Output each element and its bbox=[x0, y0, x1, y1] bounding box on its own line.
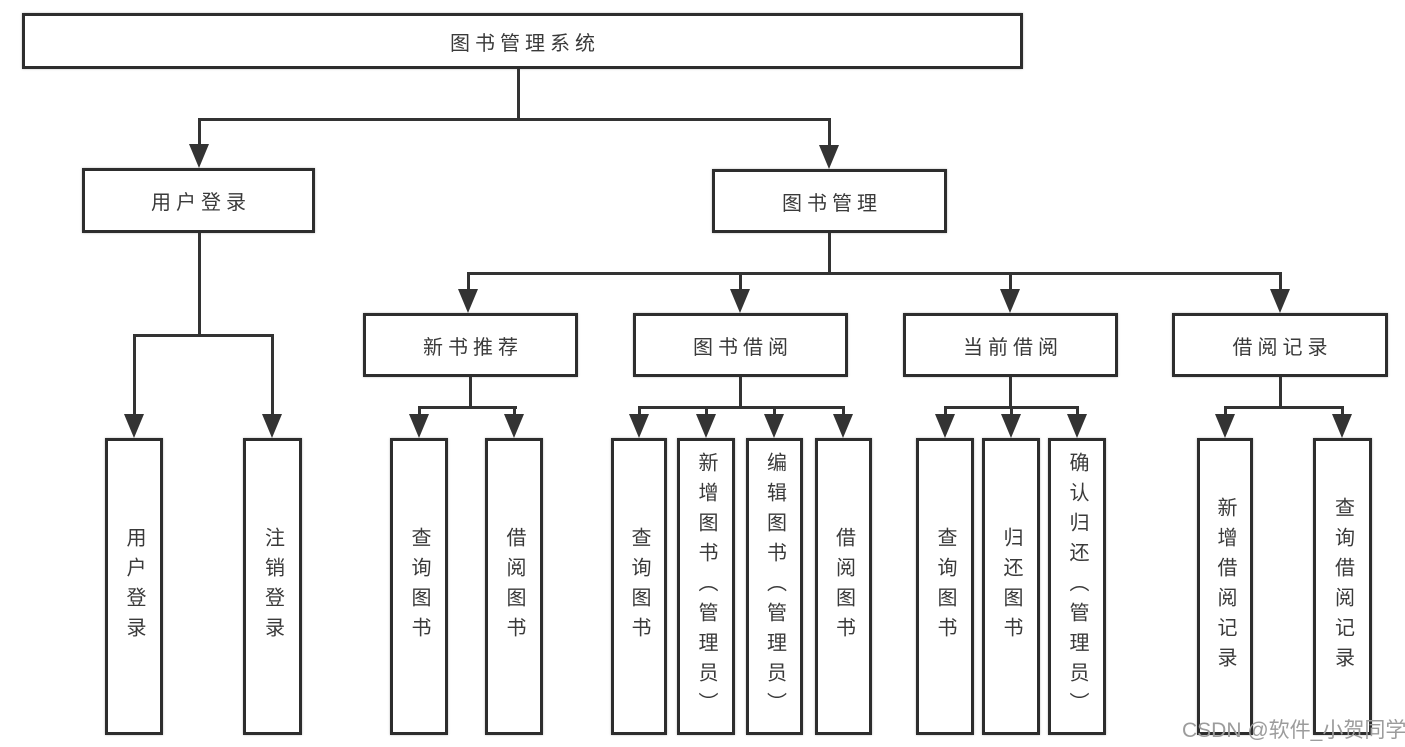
connector-line bbox=[418, 406, 421, 418]
csdn-watermark: CSDN @软件_小贺同学 bbox=[1182, 719, 1405, 742]
connector-line bbox=[1224, 406, 1344, 409]
node-label: 用户登录 bbox=[151, 192, 251, 214]
leaf-query-books-borrow: 查询图书 bbox=[611, 438, 667, 735]
node-current-borrowing: 当前借阅 bbox=[903, 313, 1118, 377]
arrow-down-icon bbox=[409, 414, 429, 438]
connector-line bbox=[467, 272, 1282, 275]
connector-line bbox=[705, 406, 708, 418]
node-book-borrowing: 图书借阅 bbox=[633, 313, 848, 377]
connector-line bbox=[133, 334, 136, 416]
node-user-login: 用户登录 bbox=[82, 168, 315, 233]
connector-line bbox=[1009, 377, 1012, 409]
connector-line bbox=[773, 406, 776, 418]
node-label: 新书推荐 bbox=[423, 336, 523, 359]
connector-line bbox=[1010, 406, 1013, 418]
connector-line bbox=[133, 334, 274, 337]
arrow-down-icon bbox=[1000, 289, 1020, 313]
leaf-label: 查询图书 bbox=[628, 526, 650, 647]
node-label: 当前借阅 bbox=[963, 336, 1063, 359]
connector-line bbox=[1341, 406, 1344, 418]
node-label: 图书管理 bbox=[782, 192, 882, 215]
node-label: 借阅记录 bbox=[1232, 336, 1333, 359]
connector-line bbox=[469, 377, 472, 409]
leaf-label: 查询借阅记录 bbox=[1331, 496, 1354, 677]
arrow-down-icon bbox=[730, 289, 750, 313]
leaf-add-borrow-record: 新增借阅记录 bbox=[1197, 438, 1253, 735]
connector-line bbox=[1279, 272, 1282, 291]
leaf-logout: 注销登录 bbox=[243, 438, 302, 735]
connector-line bbox=[198, 118, 201, 147]
arrow-down-icon bbox=[1067, 414, 1087, 438]
arrow-down-icon bbox=[1332, 414, 1352, 438]
leaf-label: 编辑图书（管理员） bbox=[763, 451, 786, 722]
leaf-borrow-books-recommend: 借阅图书 bbox=[485, 438, 543, 735]
arrow-down-icon bbox=[1215, 414, 1235, 438]
leaf-label: 确认归还（管理员） bbox=[1066, 451, 1088, 722]
connector-line bbox=[739, 272, 742, 291]
leaf-label: 新增借阅记录 bbox=[1214, 496, 1236, 677]
node-new-book-recommendation: 新书推荐 bbox=[363, 313, 578, 377]
node-book-management: 图书管理 bbox=[712, 169, 947, 233]
connector-line bbox=[944, 406, 947, 418]
connector-line bbox=[638, 406, 845, 409]
connector-line bbox=[739, 377, 742, 409]
leaf-edit-books-admin: 编辑图书（管理员） bbox=[746, 438, 803, 735]
node-label: 图书管理系统 bbox=[450, 32, 600, 55]
leaf-label: 归还图书 bbox=[1000, 526, 1022, 647]
arrow-down-icon bbox=[764, 414, 784, 438]
arrow-down-icon bbox=[1270, 289, 1290, 313]
connector-line bbox=[513, 406, 516, 418]
arrow-down-icon bbox=[696, 414, 716, 438]
connector-line bbox=[1279, 377, 1282, 409]
leaf-label: 借阅图书 bbox=[503, 526, 525, 647]
leaf-label: 用户登录 bbox=[123, 526, 145, 647]
leaf-add-books-admin: 新增图书（管理员） bbox=[677, 438, 735, 735]
node-library-management-system: 图书管理系统 bbox=[22, 13, 1023, 69]
leaf-label: 查询图书 bbox=[934, 526, 956, 647]
connector-line bbox=[1076, 406, 1079, 418]
connector-line bbox=[638, 406, 641, 418]
arrow-down-icon bbox=[819, 145, 839, 169]
leaf-borrow-books: 借阅图书 bbox=[815, 438, 872, 735]
connector-line bbox=[828, 118, 831, 147]
leaf-label: 注销登录 bbox=[261, 526, 284, 647]
arrow-down-icon bbox=[833, 414, 853, 438]
connector-line bbox=[467, 272, 470, 291]
leaf-query-books-recommend: 查询图书 bbox=[390, 438, 448, 735]
leaf-label: 新增图书（管理员） bbox=[695, 451, 717, 722]
connector-line bbox=[198, 118, 831, 121]
leaf-label: 查询图书 bbox=[408, 526, 430, 647]
arrow-down-icon bbox=[629, 414, 649, 438]
arrow-down-icon bbox=[262, 414, 282, 438]
connector-line bbox=[1009, 272, 1012, 291]
arrow-down-icon bbox=[189, 144, 209, 168]
arrow-down-icon bbox=[458, 289, 478, 313]
leaf-confirm-return-admin: 确认归还（管理员） bbox=[1048, 438, 1106, 735]
node-label: 图书借阅 bbox=[693, 336, 793, 359]
leaf-return-books: 归还图书 bbox=[982, 438, 1040, 735]
arrow-down-icon bbox=[124, 414, 144, 438]
connector-line bbox=[828, 233, 831, 275]
leaf-user-login: 用户登录 bbox=[105, 438, 163, 735]
connector-line bbox=[517, 69, 520, 121]
connector-line bbox=[271, 334, 274, 416]
connector-line bbox=[198, 233, 201, 337]
node-borrowing-records: 借阅记录 bbox=[1172, 313, 1388, 377]
arrow-down-icon bbox=[935, 414, 955, 438]
arrow-down-icon bbox=[504, 414, 524, 438]
connector-line bbox=[1224, 406, 1227, 418]
arrow-down-icon bbox=[1001, 414, 1021, 438]
leaf-label: 借阅图书 bbox=[832, 526, 855, 647]
connector-line bbox=[418, 406, 517, 409]
leaf-query-books-current: 查询图书 bbox=[916, 438, 974, 735]
connector-line bbox=[842, 406, 845, 418]
leaf-query-borrow-record: 查询借阅记录 bbox=[1313, 438, 1372, 735]
